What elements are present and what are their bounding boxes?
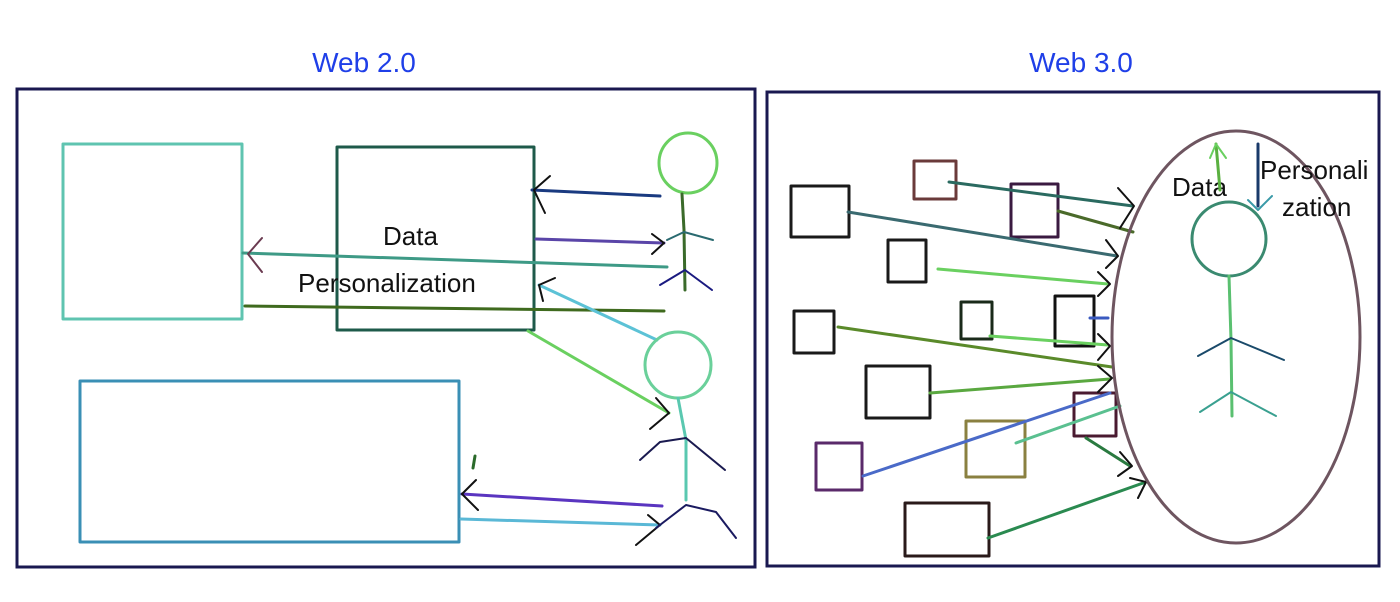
user-body bbox=[680, 192, 687, 292]
arrow bbox=[1014, 404, 1122, 445]
arrowhead bbox=[1097, 333, 1111, 361]
arrowhead bbox=[1097, 271, 1111, 297]
web3-frame bbox=[765, 90, 1381, 568]
arrowhead bbox=[1129, 477, 1147, 499]
arrow bbox=[986, 480, 1148, 540]
service-box bbox=[864, 364, 932, 420]
user-head bbox=[643, 330, 713, 400]
arrow-user2-to-data bbox=[537, 283, 659, 342]
arrowhead bbox=[1117, 187, 1135, 229]
web2-panel: Web 2.0 Data Personalization bbox=[15, 47, 757, 569]
service-box bbox=[1072, 391, 1118, 438]
arrowhead bbox=[1105, 239, 1119, 269]
service-box bbox=[959, 300, 994, 341]
user-figure-3 bbox=[1190, 200, 1285, 418]
user-figure-1 bbox=[657, 131, 719, 292]
arrowhead bbox=[1097, 365, 1113, 393]
arrowhead bbox=[651, 233, 665, 255]
service-box-top-left bbox=[61, 142, 244, 321]
service-box bbox=[964, 419, 1027, 479]
user-data-bubble bbox=[1110, 129, 1362, 545]
arrow-user2-to-service bbox=[460, 492, 664, 508]
service-box bbox=[789, 184, 851, 239]
arrow bbox=[846, 210, 1119, 258]
user-figure-2 bbox=[639, 330, 737, 539]
user-head bbox=[657, 131, 719, 195]
arrowhead bbox=[649, 397, 670, 430]
web2-title: Web 2.0 bbox=[312, 47, 416, 78]
service-box bbox=[912, 159, 958, 201]
data-box bbox=[335, 145, 536, 332]
arrow bbox=[861, 391, 1112, 478]
web3-title: Web 3.0 bbox=[1029, 47, 1133, 78]
arrow bbox=[1056, 209, 1135, 234]
user-arms bbox=[1197, 337, 1285, 361]
user-legs bbox=[1199, 391, 1277, 417]
personalization-label: Personalization bbox=[298, 268, 476, 298]
arrowhead bbox=[1117, 451, 1133, 477]
stray-mark bbox=[471, 454, 477, 470]
arrowhead bbox=[1209, 143, 1227, 159]
user-body bbox=[1227, 274, 1234, 418]
arrowhead bbox=[461, 479, 479, 511]
arrow-user-to-service bbox=[241, 251, 669, 269]
web3-panel: Web 3.0 bbox=[765, 47, 1381, 568]
arrow bbox=[988, 334, 1110, 347]
web2-frame bbox=[15, 87, 757, 569]
data-label: Data bbox=[383, 221, 438, 251]
bubble-personalization-label-2: zation bbox=[1282, 192, 1351, 222]
arrowhead bbox=[533, 175, 551, 214]
arrow-service-to-user2 bbox=[459, 517, 662, 527]
arrowhead bbox=[247, 237, 263, 273]
arrow-data-to-user2 bbox=[526, 329, 671, 415]
arrowhead bbox=[538, 277, 556, 302]
service-box bbox=[792, 309, 836, 355]
user-body bbox=[676, 396, 688, 502]
user-legs bbox=[659, 269, 713, 291]
arrow bbox=[1084, 436, 1132, 468]
arrow bbox=[936, 267, 1110, 286]
arrow bbox=[836, 325, 1114, 369]
service-box bbox=[886, 238, 928, 284]
user-head bbox=[1190, 200, 1268, 278]
user-arms bbox=[639, 437, 726, 471]
arrow bbox=[947, 180, 1135, 208]
arrow bbox=[928, 377, 1112, 395]
user-arms bbox=[666, 231, 714, 241]
arrow-user-to-data bbox=[530, 188, 662, 198]
user-legs bbox=[655, 504, 737, 539]
service-box bbox=[903, 501, 991, 558]
arrowhead bbox=[635, 514, 661, 546]
arrow-service-to-user bbox=[243, 304, 666, 313]
arrowhead bbox=[1247, 195, 1273, 211]
service-box bbox=[814, 441, 864, 492]
bubble-personalization-label-1: Personali bbox=[1260, 155, 1368, 185]
service-box bbox=[1053, 294, 1096, 348]
arrow-up bbox=[1214, 142, 1222, 192]
service-box-bottom bbox=[78, 379, 461, 544]
arrow-data-to-user bbox=[534, 237, 666, 245]
